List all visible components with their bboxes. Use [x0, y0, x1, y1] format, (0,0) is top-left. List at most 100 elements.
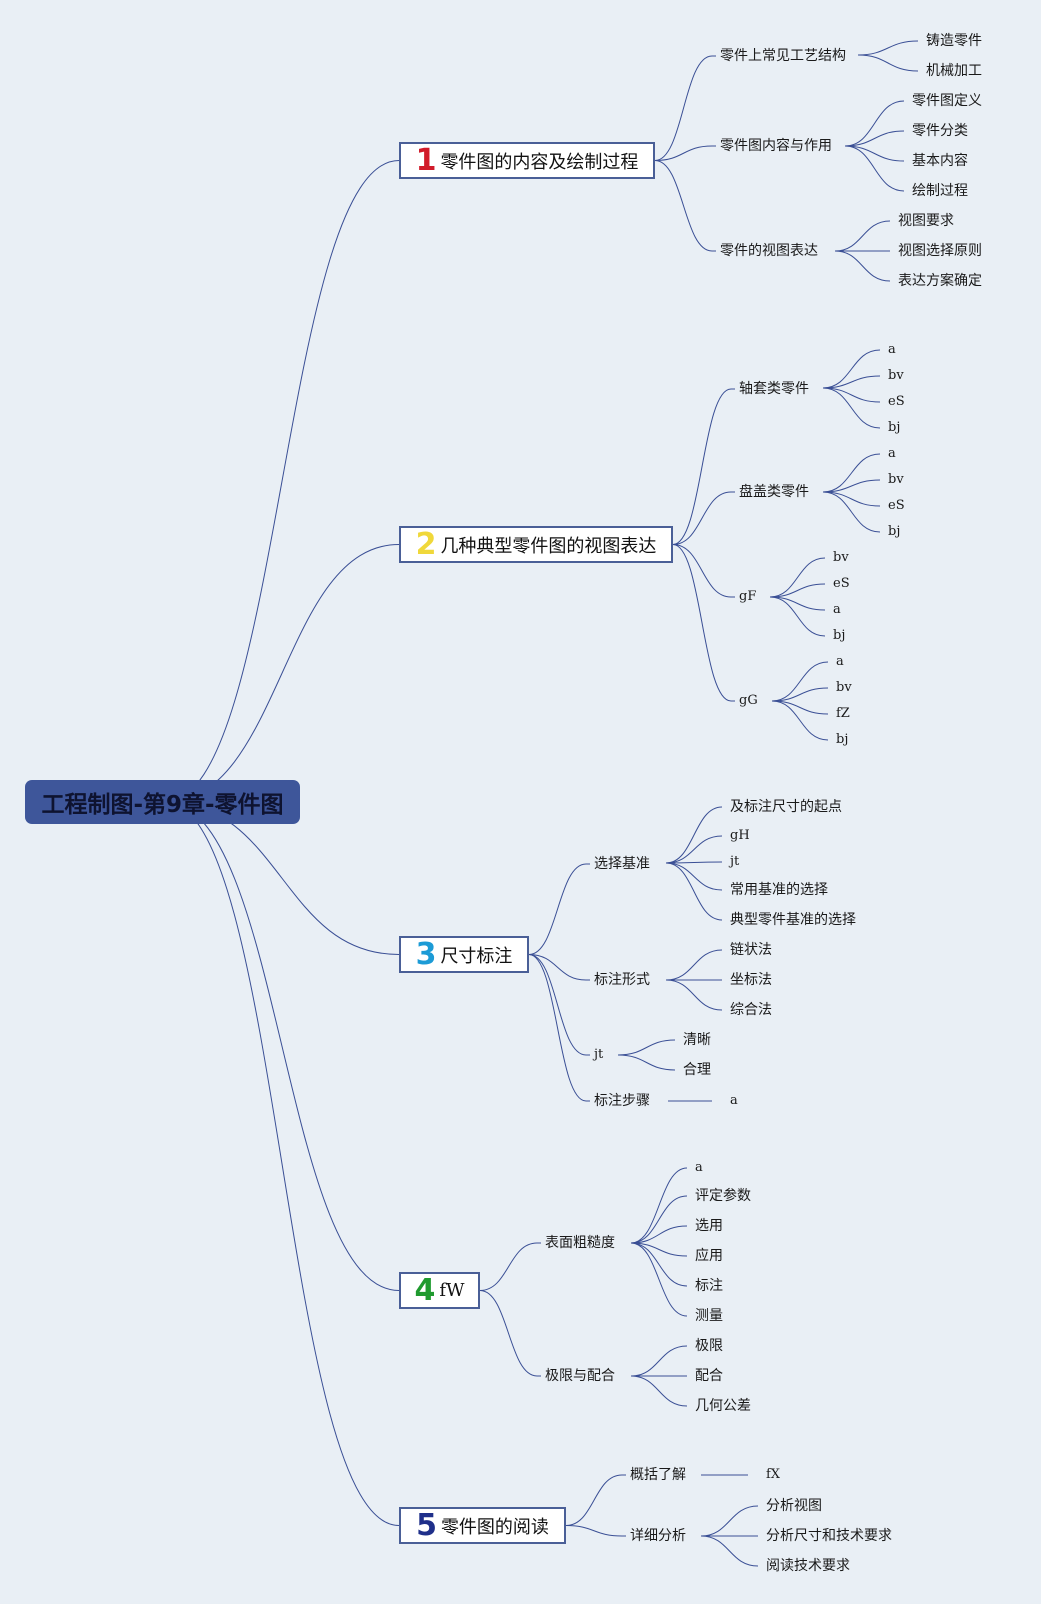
leaf-topic[interactable]: bj	[836, 732, 849, 747]
leaf-topic[interactable]: bv	[888, 472, 904, 487]
subtopic[interactable]: 极限与配合	[545, 1368, 615, 1384]
subtopic[interactable]: 概括了解	[630, 1467, 686, 1483]
connector-line	[630, 1242, 688, 1287]
leaf-topic[interactable]: a	[833, 602, 841, 617]
leaf-topic[interactable]: 综合法	[730, 1002, 772, 1018]
leaf-topic[interactable]: a	[695, 1160, 703, 1175]
leaf-topic[interactable]: 视图要求	[898, 213, 954, 229]
leaf-topic[interactable]: gH	[730, 828, 750, 843]
leaf-topic[interactable]: a	[836, 654, 844, 669]
connector-line	[672, 544, 732, 598]
connector-line	[822, 349, 881, 389]
root-topic[interactable]: 工程制图-第9章-零件图	[25, 780, 300, 824]
leaf-topic[interactable]: a	[888, 342, 896, 357]
leaf-topic[interactable]: fZ	[836, 706, 850, 721]
leaf-topic[interactable]: jt	[730, 854, 740, 869]
subtopic[interactable]: 标注步骤	[594, 1093, 650, 1109]
subtopic[interactable]: 零件的视图表达	[720, 243, 818, 259]
leaf-topic[interactable]: eS	[888, 498, 905, 513]
leaf-topic[interactable]: 应用	[695, 1248, 723, 1264]
leaf-topic[interactable]: 标注	[695, 1278, 723, 1294]
branch-number: 1	[415, 142, 437, 178]
connector-line	[844, 145, 905, 192]
subtopic[interactable]: gG	[739, 693, 758, 708]
connector-line	[164, 801, 400, 955]
connector-line	[665, 949, 723, 981]
subtopic[interactable]: 详细分析	[630, 1528, 686, 1544]
branch-number: 5	[416, 1507, 437, 1543]
leaf-topic[interactable]: 分析视图	[766, 1498, 822, 1514]
leaf-topic[interactable]: 分析尺寸和技术要求	[766, 1528, 892, 1544]
leaf-topic[interactable]: 测量	[695, 1308, 723, 1324]
leaf-topic[interactable]: bv	[836, 680, 852, 695]
connector-line	[630, 1345, 688, 1377]
leaf-topic[interactable]: 坐标法	[730, 972, 772, 988]
connector-line	[771, 700, 829, 741]
connector-line	[164, 160, 400, 803]
subtopic[interactable]: 轴套类零件	[739, 381, 809, 397]
leaf-topic[interactable]: 合理	[683, 1062, 711, 1078]
subtopic[interactable]: 表面粗糙度	[545, 1235, 615, 1251]
leaf-topic[interactable]: 机械加工	[926, 63, 982, 79]
leaf-topic[interactable]: 常用基准的选择	[730, 882, 828, 898]
leaf-topic[interactable]: 极限	[695, 1338, 723, 1354]
leaf-topic[interactable]: 几何公差	[695, 1398, 751, 1414]
connector-line	[672, 388, 732, 545]
connector-line	[654, 160, 713, 252]
leaf-topic[interactable]: bv	[888, 368, 904, 383]
leaf-topic[interactable]: 绘制过程	[912, 183, 968, 199]
connector-line	[834, 250, 891, 282]
connector-line	[164, 544, 400, 803]
subtopic[interactable]: jt	[594, 1047, 604, 1062]
connector-line	[769, 596, 826, 611]
connector-line	[857, 54, 919, 72]
leaf-topic[interactable]: 基本内容	[912, 153, 968, 169]
leaf-topic[interactable]: 配合	[695, 1368, 723, 1384]
leaf-topic[interactable]: 链状法	[730, 942, 772, 958]
leaf-topic[interactable]: 零件图定义	[912, 93, 982, 109]
leaf-topic[interactable]: a	[888, 446, 896, 461]
leaf-topic[interactable]: bv	[833, 550, 849, 565]
leaf-topic[interactable]: bj	[888, 420, 901, 435]
branch-label: fW	[439, 1280, 465, 1301]
connector-line	[630, 1242, 688, 1317]
connector-line	[771, 661, 829, 702]
connector-line	[700, 1535, 759, 1567]
leaf-topic[interactable]: fX	[766, 1467, 781, 1482]
connector-line	[528, 863, 587, 955]
leaf-topic[interactable]: 表达方案确定	[898, 273, 982, 289]
leaf-topic[interactable]: a	[730, 1093, 738, 1108]
leaf-topic[interactable]: 评定参数	[695, 1188, 751, 1204]
leaf-topic[interactable]: 典型零件基准的选择	[730, 912, 856, 928]
subtopic[interactable]: 标注形式	[594, 972, 650, 988]
subtopic[interactable]: 选择基准	[594, 856, 650, 872]
leaf-topic[interactable]: bj	[888, 524, 901, 539]
leaf-topic[interactable]: 及标注尺寸的起点	[730, 799, 842, 815]
leaf-topic[interactable]: 清晰	[683, 1032, 711, 1048]
connector-line	[844, 100, 905, 147]
connector-line	[822, 375, 881, 389]
leaf-topic[interactable]: 选用	[695, 1218, 723, 1234]
subtopic[interactable]: 零件上常见工艺结构	[720, 48, 846, 64]
connector-line	[822, 491, 881, 507]
leaf-topic[interactable]: eS	[888, 394, 905, 409]
connector-line	[630, 1375, 688, 1407]
subtopic[interactable]: 盘盖类零件	[739, 484, 809, 500]
subtopic[interactable]: gF	[739, 589, 757, 604]
leaf-topic[interactable]: 零件分类	[912, 123, 968, 139]
connector-line	[565, 1474, 623, 1526]
leaf-topic[interactable]: bj	[833, 628, 846, 643]
leaf-topic[interactable]: 视图选择原则	[898, 243, 982, 259]
leaf-topic[interactable]: 阅读技术要求	[766, 1558, 850, 1574]
leaf-topic[interactable]: 铸造零件	[926, 33, 982, 49]
leaf-topic[interactable]: eS	[833, 576, 850, 591]
subtopic[interactable]: 零件图内容与作用	[720, 138, 832, 154]
connector-line	[769, 596, 826, 637]
